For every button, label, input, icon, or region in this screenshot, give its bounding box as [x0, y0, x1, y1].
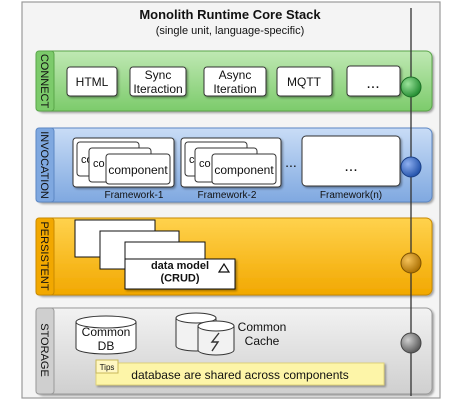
- layer-storage-tab: [35, 307, 55, 395]
- connect-more-box: [346, 65, 401, 97]
- tips-tag-label: Tips: [100, 363, 115, 372]
- connect-html-label: HTML: [76, 75, 109, 89]
- framework-2-component-label: component: [214, 163, 274, 177]
- framework-2-component-mid-label: co: [199, 158, 211, 170]
- runtime-bus: [400, 8, 422, 396]
- layer-persistent-label: PERSISTENT: [38, 221, 50, 290]
- data-model-box: [124, 258, 236, 290]
- diagram-subtitle: (single unit, language-specific): [156, 25, 305, 37]
- layer-connect-label: CONNECT: [38, 54, 50, 109]
- bus-node-connect: [400, 76, 422, 98]
- database-icon: [75, 315, 137, 355]
- layer-invocation: INVOCATION co co component Framework-1 c…: [35, 127, 433, 203]
- framework-n-box: [301, 135, 401, 187]
- connect-async-box: [203, 66, 267, 97]
- connect-sync-box: [129, 66, 187, 97]
- layer-invocation-tab: [35, 127, 55, 203]
- layer-connect-tab: [35, 50, 55, 112]
- warning-triangle-icon: [217, 262, 231, 273]
- bus-node-persistent: [400, 252, 422, 274]
- layer-persistent-tab: [35, 217, 55, 296]
- framework-1-component-label: component: [108, 163, 168, 177]
- framework-1-label: Framework-1: [105, 190, 164, 201]
- connect-more-label: ...: [366, 75, 379, 92]
- bus-node-invocation: [400, 156, 422, 178]
- tips-note: [95, 362, 385, 386]
- framework-ellipsis: ...: [285, 154, 297, 170]
- tips-tag: [95, 359, 119, 374]
- layer-invocation-label: INVOCATION: [38, 131, 50, 199]
- diagram-title: Monolith Runtime Core Stack: [139, 7, 321, 22]
- tips-text: database are shared across components: [131, 368, 348, 382]
- connect-mqtt-box: [276, 66, 333, 97]
- bus-node-storage: [400, 332, 422, 354]
- connect-html-box: [66, 66, 118, 97]
- data-model-label: data model(CRUD): [151, 260, 209, 285]
- framework-2-label: Framework-2: [198, 190, 257, 201]
- cache-icon: [175, 312, 235, 356]
- framework-1-component-back-label: co: [81, 154, 93, 166]
- framework-n-ellipsis: ...: [344, 158, 357, 175]
- framework-2-component-front: [211, 153, 277, 185]
- connect-mqtt-label: MQTT: [287, 75, 322, 89]
- layer-storage-label: STORAGE: [38, 323, 50, 377]
- framework-n-label: Framework(n): [320, 190, 382, 201]
- framework-1-component-mid-label: co: [93, 158, 105, 170]
- layer-persistent: PERSISTENT data model(CRUD): [35, 217, 433, 296]
- framework-1-component-front: [105, 153, 171, 185]
